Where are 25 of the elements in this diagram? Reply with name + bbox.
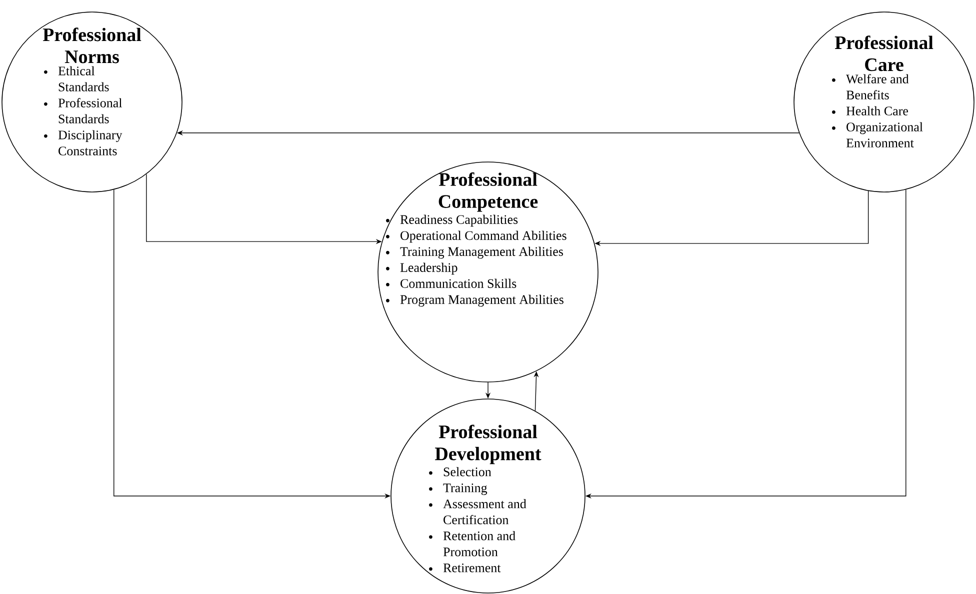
bullet-item: Welfare and Benefits <box>832 74 909 100</box>
circle-node <box>390 398 586 594</box>
bullet-item: Organizational Environment <box>832 122 923 148</box>
bullet-item: Communication Skills <box>386 278 516 288</box>
circle-node <box>2 12 182 192</box>
bullet-item: Training <box>429 484 488 495</box>
heading: Professional Competence <box>438 172 538 212</box>
heading: Professional Development <box>435 424 542 464</box>
bullet-item: Retirement <box>429 564 501 572</box>
bullet-item: Professional Standards <box>44 98 122 124</box>
bullet-item: Operational Command Abilities <box>386 230 566 243</box>
bullet-item: Retention and Promotion <box>429 531 516 556</box>
bullet-item: Training Management Abilities <box>386 246 563 259</box>
bullet-item: Health Care <box>832 106 908 116</box>
heading: Professional Norms <box>42 28 142 64</box>
bullet-item: Assessment and Certification <box>429 499 526 524</box>
heading: Professional Care <box>834 36 934 72</box>
bullet-item: Leadership <box>386 262 458 275</box>
bullet-item: Disciplinary Constraints <box>44 130 122 156</box>
circle-node <box>794 12 974 192</box>
bullet-item: Selection <box>429 467 492 476</box>
bullet-item: Readiness Capabilities <box>386 214 518 227</box>
bullet-item: Ethical Standards <box>44 66 109 92</box>
circle-node <box>378 162 598 382</box>
bullet-item: Program Management Abilities <box>386 294 564 307</box>
